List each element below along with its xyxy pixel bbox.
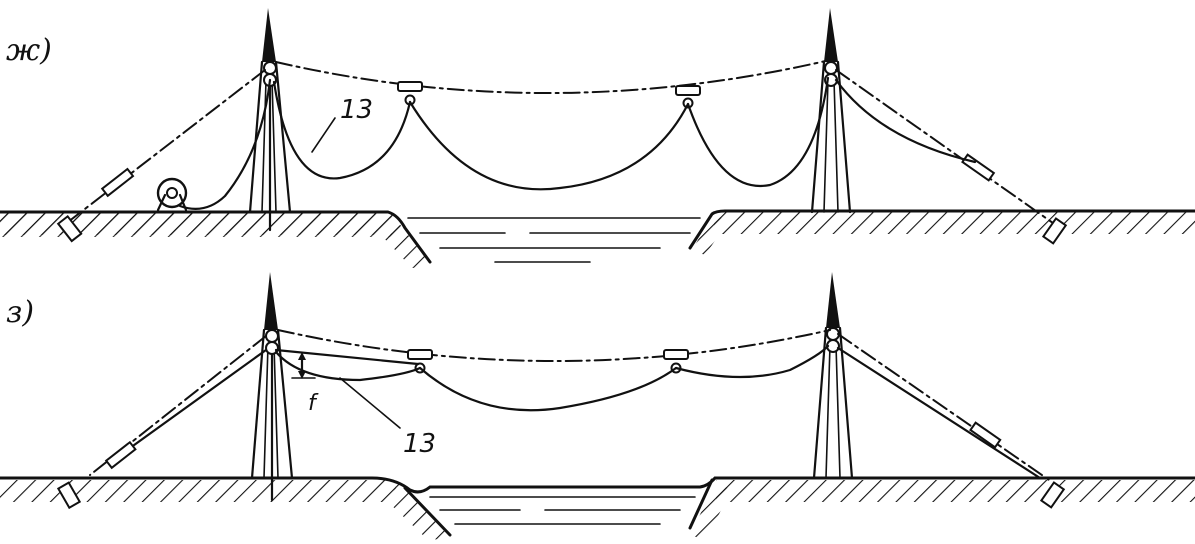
ground-right-zh: [688, 209, 1195, 250]
cable-label-zh: 13: [340, 95, 373, 125]
river-water-z: [429, 496, 696, 525]
trolleys-z: [407, 349, 689, 374]
tower-left-zh: [248, 8, 292, 232]
river-water-zh: [407, 217, 701, 263]
anchors-z: [56, 421, 1066, 510]
tower-right-zh: [810, 8, 852, 214]
panel-label-zh: ж): [6, 33, 52, 68]
tower-left-z: [250, 272, 294, 502]
anchors-zh: [56, 153, 1068, 245]
ground-left-z: [0, 476, 1195, 537]
trolleys-zh: [397, 81, 701, 109]
pulled-cable-zh: [178, 76, 977, 210]
panel-label-z: з): [6, 295, 34, 330]
pulled-cable-z: [274, 344, 830, 429]
guy-wires-zh: [67, 59, 1061, 229]
cable-label-z: 13: [403, 429, 436, 459]
panel-zh: ж): [0, 8, 1195, 268]
sag-label-z: f: [308, 391, 319, 416]
panel-z: з): [0, 272, 1195, 540]
tower-right-z: [812, 272, 854, 480]
cable-drum-zh: [156, 177, 188, 212]
